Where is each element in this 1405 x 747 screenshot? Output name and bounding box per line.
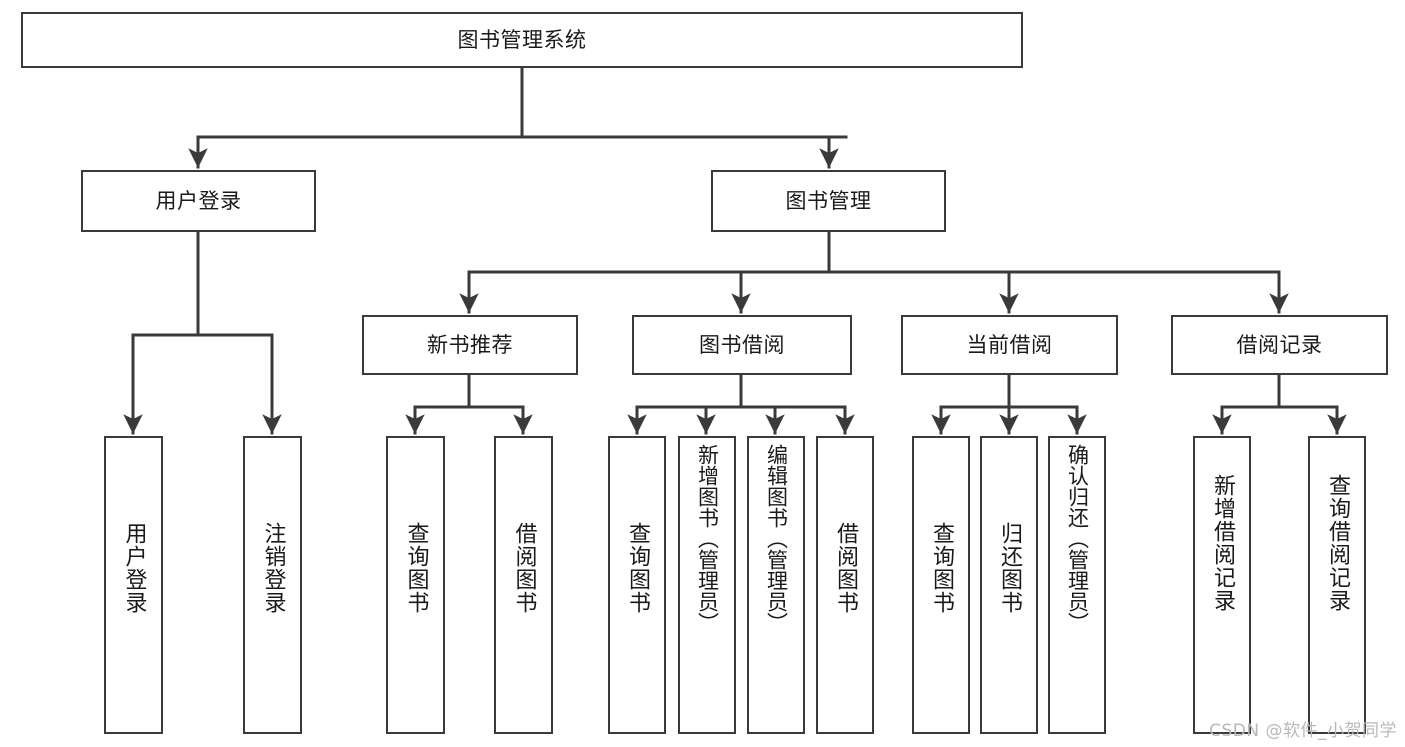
leaf-borrow-query-book-label: 查询图书 <box>625 522 650 614</box>
leaf-borrow-query-book[interactable]: 查询图书 <box>608 436 666 734</box>
leaf-current-confirm-return-admin[interactable]: 确认归还（管理员） <box>1048 436 1106 734</box>
leaf-newbook-query-book[interactable]: 查询图书 <box>386 436 445 734</box>
leaf-user-login[interactable]: 用户登录 <box>104 436 163 734</box>
leaf-current-confirm-return-admin-label: 确认归还（管理员） <box>1065 444 1090 633</box>
leaf-borrow-edit-book-admin[interactable]: 编辑图书（管理员） <box>747 436 805 734</box>
leaf-user-login-label: 用户登录 <box>121 522 147 614</box>
leaf-record-query-record[interactable]: 查询借阅记录 <box>1308 436 1366 734</box>
leaf-record-add-record-label: 新增借阅记录 <box>1210 474 1235 612</box>
leaf-current-query-book-label: 查询图书 <box>929 522 954 614</box>
node-book-borrow-label: 图书借阅 <box>699 332 785 357</box>
node-new-book-recommend[interactable]: 新书推荐 <box>362 315 578 375</box>
node-book-management[interactable]: 图书管理 <box>711 170 946 232</box>
leaf-borrow-borrow-book-label: 借阅图书 <box>833 522 858 614</box>
node-new-book-recommend-label: 新书推荐 <box>427 332 513 357</box>
leaf-current-return-book[interactable]: 归还图书 <box>980 436 1038 734</box>
leaf-newbook-borrow-book-label: 借阅图书 <box>511 522 537 614</box>
node-current-borrow[interactable]: 当前借阅 <box>901 315 1118 375</box>
leaf-logout[interactable]: 注销登录 <box>243 436 302 734</box>
node-root-label: 图书管理系统 <box>457 27 587 52</box>
leaf-borrow-edit-book-admin-label: 编辑图书（管理员） <box>764 444 789 633</box>
leaf-record-query-record-label: 查询借阅记录 <box>1325 474 1350 612</box>
node-book-management-label: 图书管理 <box>785 188 872 213</box>
csdn-watermark: CSDN @软件_小贺同学 <box>1209 721 1397 741</box>
leaf-borrow-add-book-admin-label: 新增图书（管理员） <box>695 444 720 633</box>
leaf-newbook-borrow-book[interactable]: 借阅图书 <box>494 436 553 734</box>
leaf-record-add-record[interactable]: 新增借阅记录 <box>1193 436 1251 734</box>
node-user-login[interactable]: 用户登录 <box>81 170 316 232</box>
node-book-borrow[interactable]: 图书借阅 <box>632 315 852 375</box>
leaf-current-query-book[interactable]: 查询图书 <box>912 436 970 734</box>
node-borrow-record-label: 借阅记录 <box>1236 332 1323 357</box>
node-root[interactable]: 图书管理系统 <box>21 12 1023 68</box>
leaf-logout-label: 注销登录 <box>260 522 286 614</box>
leaf-newbook-query-book-label: 查询图书 <box>403 522 429 614</box>
node-current-borrow-label: 当前借阅 <box>966 332 1053 357</box>
node-borrow-record[interactable]: 借阅记录 <box>1171 315 1388 375</box>
leaf-borrow-add-book-admin[interactable]: 新增图书（管理员） <box>678 436 736 734</box>
leaf-borrow-borrow-book[interactable]: 借阅图书 <box>816 436 874 734</box>
leaf-current-return-book-label: 归还图书 <box>997 522 1022 614</box>
node-user-login-label: 用户登录 <box>155 188 242 213</box>
